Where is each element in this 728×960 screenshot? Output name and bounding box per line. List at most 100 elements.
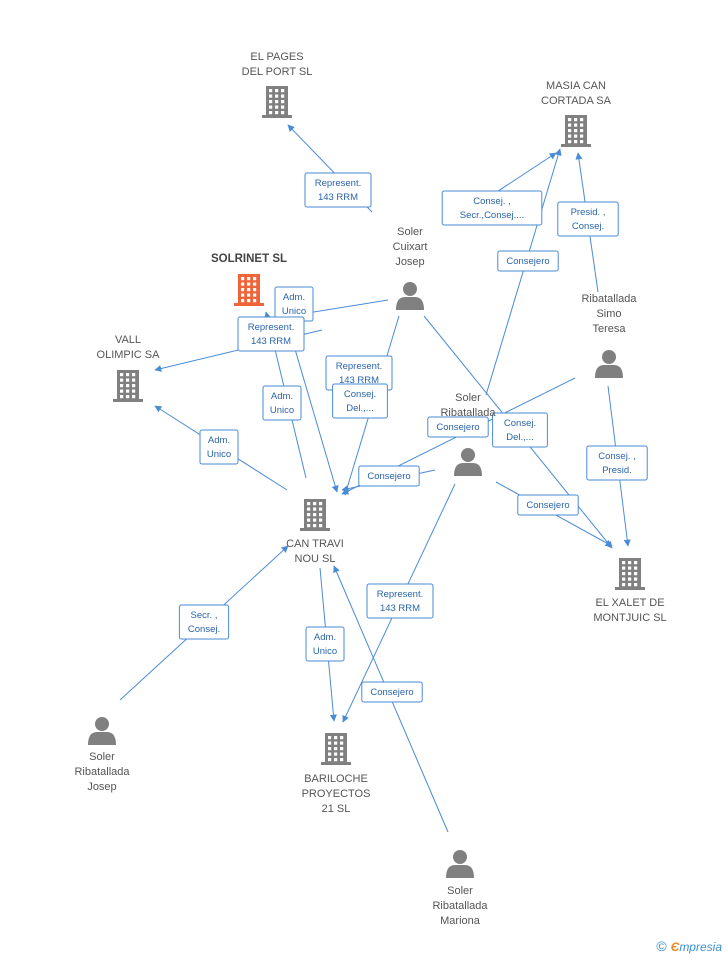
building-icon [615, 558, 645, 590]
building-icon [561, 115, 591, 147]
edge-label-text: Secr. , [191, 610, 218, 621]
edge-label-text: Secr.,Consej.... [460, 210, 524, 221]
person-icon [446, 850, 474, 878]
edge-label-text: Consej. [344, 389, 376, 400]
edge-label-text: Represent. [377, 589, 423, 600]
node-label: EL XALET DE [595, 597, 664, 609]
edge-label-text: Consejero [526, 500, 569, 511]
person-icon [595, 350, 623, 378]
node-masia[interactable]: MASIA CAN CORTADA SA [541, 80, 612, 147]
node-label: 21 SL [322, 803, 351, 815]
edge-label-text: Adm. [314, 632, 336, 643]
node-label: Ribatallada [440, 407, 496, 419]
edge-label-text: Presid. [602, 465, 632, 476]
edge-label-text: Consejero [367, 471, 410, 482]
edge-label-text: Adm. [283, 292, 305, 303]
edge-label-14[interactable]: Consejero [517, 494, 579, 516]
edge-label-text: Consej. , [598, 451, 636, 462]
node-solrinet[interactable]: SOLRINET SL [211, 253, 287, 306]
building-icon [262, 86, 292, 118]
edge-label-text: Consej. [188, 624, 220, 635]
edge-label-text: Consej. , [473, 196, 511, 207]
node-label: MASIA CAN [546, 80, 606, 92]
edge-label-3[interactable]: Consejero [497, 250, 559, 272]
edge-label-text: Unico [282, 306, 306, 317]
edge-label-text: Unico [270, 405, 294, 416]
node-vall[interactable]: VALL OLIMPIC SA [97, 334, 161, 402]
node-label: Josep [395, 256, 424, 268]
brand-name: mpresia [679, 940, 722, 954]
node-label: NOU SL [295, 553, 336, 565]
edge-label-5[interactable]: Represent. 143 RRM [237, 316, 305, 352]
edge-label-text: Consej. [572, 221, 604, 232]
edge-label-10[interactable]: Consej. Del.,... [492, 412, 548, 448]
edge-label-text: Del.,... [506, 432, 533, 443]
node-label: CORTADA SA [541, 95, 612, 107]
node-label: Josep [87, 781, 116, 793]
edge-label-text: Adm. [208, 435, 230, 446]
edge-label-text: Unico [207, 449, 231, 460]
edge-label-17[interactable]: Adm. Unico [305, 626, 345, 662]
edge-label-text: 143 RRM [339, 375, 379, 386]
edge-label-text: Consejero [506, 256, 549, 267]
node-label: Soler [455, 392, 481, 404]
edge-label-7[interactable]: Adm. Unico [262, 385, 302, 421]
edge-label-15[interactable]: Represent. 143 RRM [366, 583, 434, 619]
edge-label-text: Represent. [315, 178, 361, 189]
edge-label-text: Consejero [370, 687, 413, 698]
building-icon [300, 499, 330, 531]
edge-label-text: 143 RRM [380, 603, 420, 614]
edge-label-text: 143 RRM [251, 336, 291, 347]
node-label: Teresa [592, 323, 626, 335]
node-label: DEL PORT SL [242, 66, 313, 78]
edge-label-18[interactable]: Consejero [361, 681, 423, 703]
brand-logo-letter: Є [670, 940, 680, 954]
node-label: Cuixart [393, 241, 428, 253]
edge-label-text: Del.,... [346, 403, 373, 414]
node-label: Ribatallada [581, 293, 637, 305]
edge-label-4[interactable]: Adm. Unico [274, 286, 314, 322]
edge-label-text: Consej. [504, 418, 536, 429]
edge-label-2[interactable]: Presid. , Consej. [557, 201, 619, 237]
node-label: OLIMPIC SA [97, 349, 161, 361]
node-label: Simo [596, 308, 621, 320]
building-icon [113, 370, 143, 402]
edge-label-1[interactable]: Consej. , Secr.,Consej.... [441, 190, 543, 226]
edge-label-6[interactable]: Represent. 143 RRM [325, 355, 393, 391]
copyright-symbol: © [656, 938, 667, 954]
edge-label-0[interactable]: Represent. 143 RRM [304, 172, 372, 208]
edge-label-8[interactable]: Consej. Del.,... [332, 383, 388, 419]
edge-label-11[interactable]: Adm. Unico [199, 429, 239, 465]
node-label: Soler [89, 751, 115, 763]
node-xalet[interactable]: EL XALET DE MONTJUIC SL [593, 558, 667, 624]
edge-3 [485, 148, 562, 396]
node-label: MONTJUIC SL [593, 612, 666, 624]
edge-label-text: Represent. [336, 361, 382, 372]
building-icon [321, 733, 351, 765]
edge-label-13[interactable]: Consej. , Presid. [586, 445, 648, 481]
edge-label-text: Presid. , [571, 207, 606, 218]
edge-label-12[interactable]: Consejero [358, 465, 420, 487]
edge-label-text: Represent. [248, 322, 294, 333]
edge-labels-layer: Represent. 143 RRM Consej. , Secr.,Consej..… [178, 172, 648, 703]
node-label: VALL [115, 334, 141, 346]
footer-brand[interactable]: ©Єmpresia [656, 938, 722, 954]
building-icon [234, 274, 264, 306]
edge-label-9[interactable]: Consejero [427, 416, 489, 438]
person-icon [454, 448, 482, 476]
node-label: Mariona [440, 915, 481, 927]
edge-label-text: Adm. [271, 391, 293, 402]
edge-label-16[interactable]: Secr. , Consej. [178, 604, 230, 640]
edge-label-text: 143 RRM [318, 192, 358, 203]
edge-label-text: Unico [313, 646, 337, 657]
